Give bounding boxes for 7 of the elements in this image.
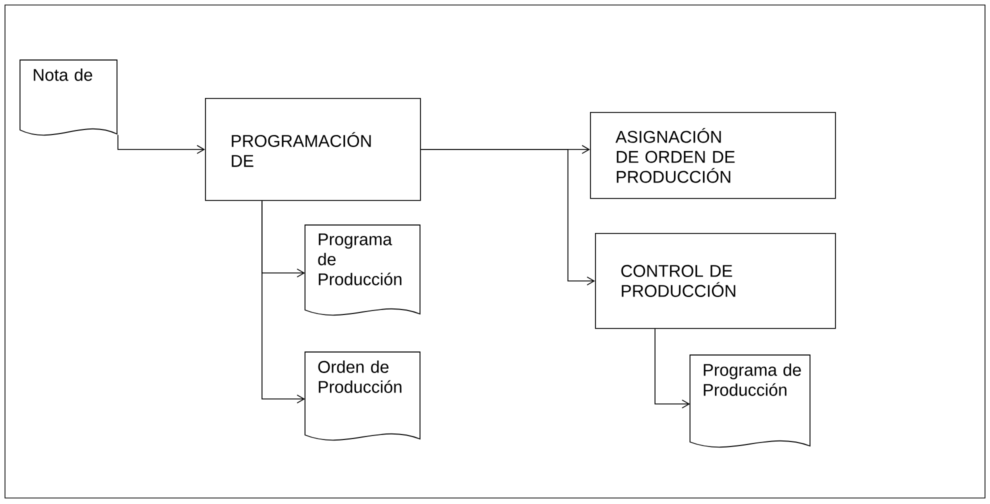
arrow xyxy=(262,200,305,404)
process-box: PROGRAMACIÓN DE xyxy=(205,98,421,201)
arrow xyxy=(420,149,595,286)
process-box: ASIGNACIÓN DE ORDEN DE PRODUCCIÓN xyxy=(590,112,836,199)
arrow xyxy=(654,328,690,408)
arrow xyxy=(117,134,205,154)
process-box: CONTROL DE PRODUCCIÓN xyxy=(595,233,836,329)
